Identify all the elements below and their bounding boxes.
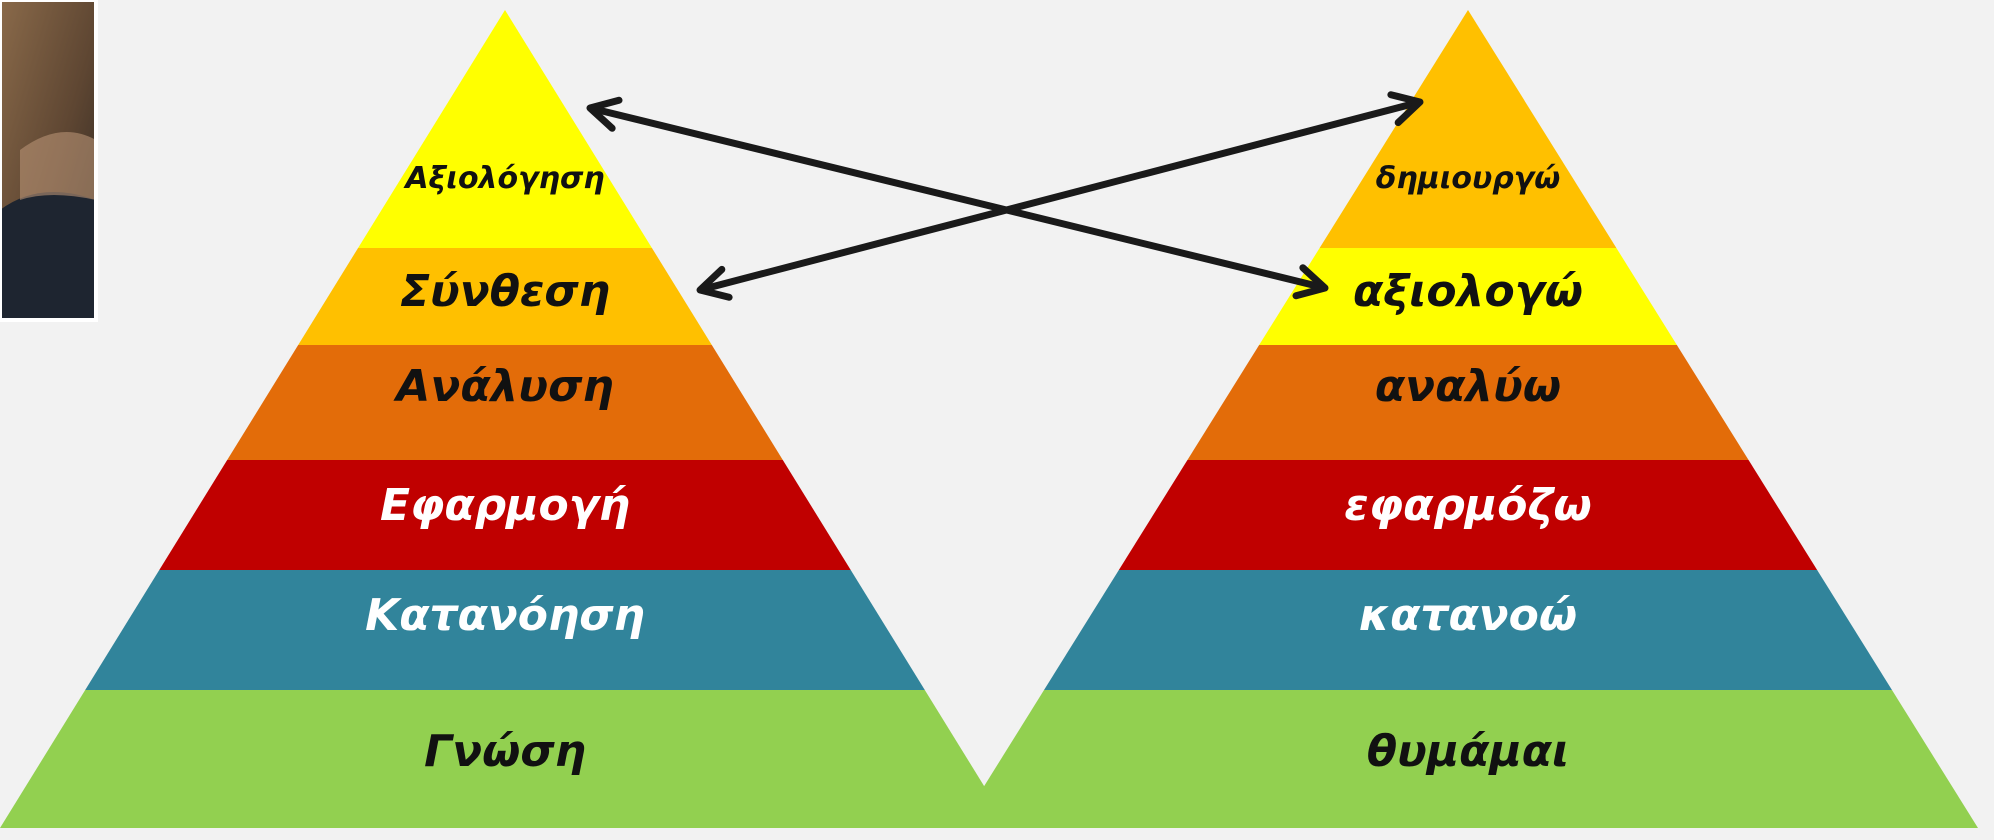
left-pyramid-label-3: Ανάλυση bbox=[393, 361, 613, 412]
right-pyramid-label-6: θυμάμαι bbox=[1367, 726, 1569, 777]
left-pyramid-level-6 bbox=[0, 690, 1010, 828]
left-pyramid-label-2: Σύνθεση bbox=[400, 266, 610, 317]
right-pyramid-label-5: κατανοώ bbox=[1359, 590, 1577, 641]
right-pyramid-level-4 bbox=[1118, 460, 1818, 570]
right-pyramid-label-4: εφαρμόζω bbox=[1344, 480, 1591, 531]
arrow-evaluation-to-evaluate bbox=[589, 104, 1326, 292]
left-pyramid-label-1: Αξιολόγηση bbox=[403, 161, 604, 196]
left-pyramid-label-4: Εφαρμογή bbox=[380, 480, 630, 531]
left-pyramid-level-3 bbox=[227, 345, 783, 460]
left-pyramid: ΑξιολόγησηΣύνθεσηΑνάλυσηΕφαρμογήΚατανόησ… bbox=[0, 10, 1010, 828]
arrow-synthesis-to-create-head-1 bbox=[1387, 91, 1424, 127]
right-pyramid: δημιουργώ αξιολογώ αναλύω εφαρμόζω κατανοώ θυ… bbox=[958, 10, 1978, 828]
right-pyramid-label-3: αναλύω bbox=[1375, 361, 1561, 412]
left-pyramid-level-4 bbox=[159, 460, 851, 570]
right-pyramid-level-2 bbox=[1259, 248, 1677, 345]
right-pyramid-label-2: αξιολογώ bbox=[1353, 266, 1583, 317]
right-pyramid-label-1: δημιουργώ bbox=[1376, 161, 1561, 196]
left-pyramid-label-5: Κατανόηση bbox=[365, 590, 645, 641]
crossing-arrows bbox=[586, 91, 1424, 301]
right-pyramid-level-1 bbox=[1319, 10, 1617, 248]
left-pyramid-label-6: Γνώση bbox=[424, 726, 586, 777]
left-pyramid-level-1 bbox=[358, 10, 652, 248]
arrow-synthesis-to-create-head-2 bbox=[696, 265, 733, 301]
right-pyramid-level-6 bbox=[958, 690, 1978, 828]
portrait-photo bbox=[0, 0, 98, 322]
right-pyramid-level-3 bbox=[1187, 345, 1749, 460]
right-pyramid-level-5 bbox=[1044, 570, 1892, 690]
left-pyramid-level-5 bbox=[85, 570, 925, 690]
left-pyramid-level-2 bbox=[298, 248, 712, 345]
arrow-evaluation-to-evaluate-head-2 bbox=[586, 96, 623, 132]
arrow-synthesis-to-create bbox=[699, 98, 1421, 294]
arrow-evaluation-to-evaluate-head-1 bbox=[1292, 264, 1329, 300]
